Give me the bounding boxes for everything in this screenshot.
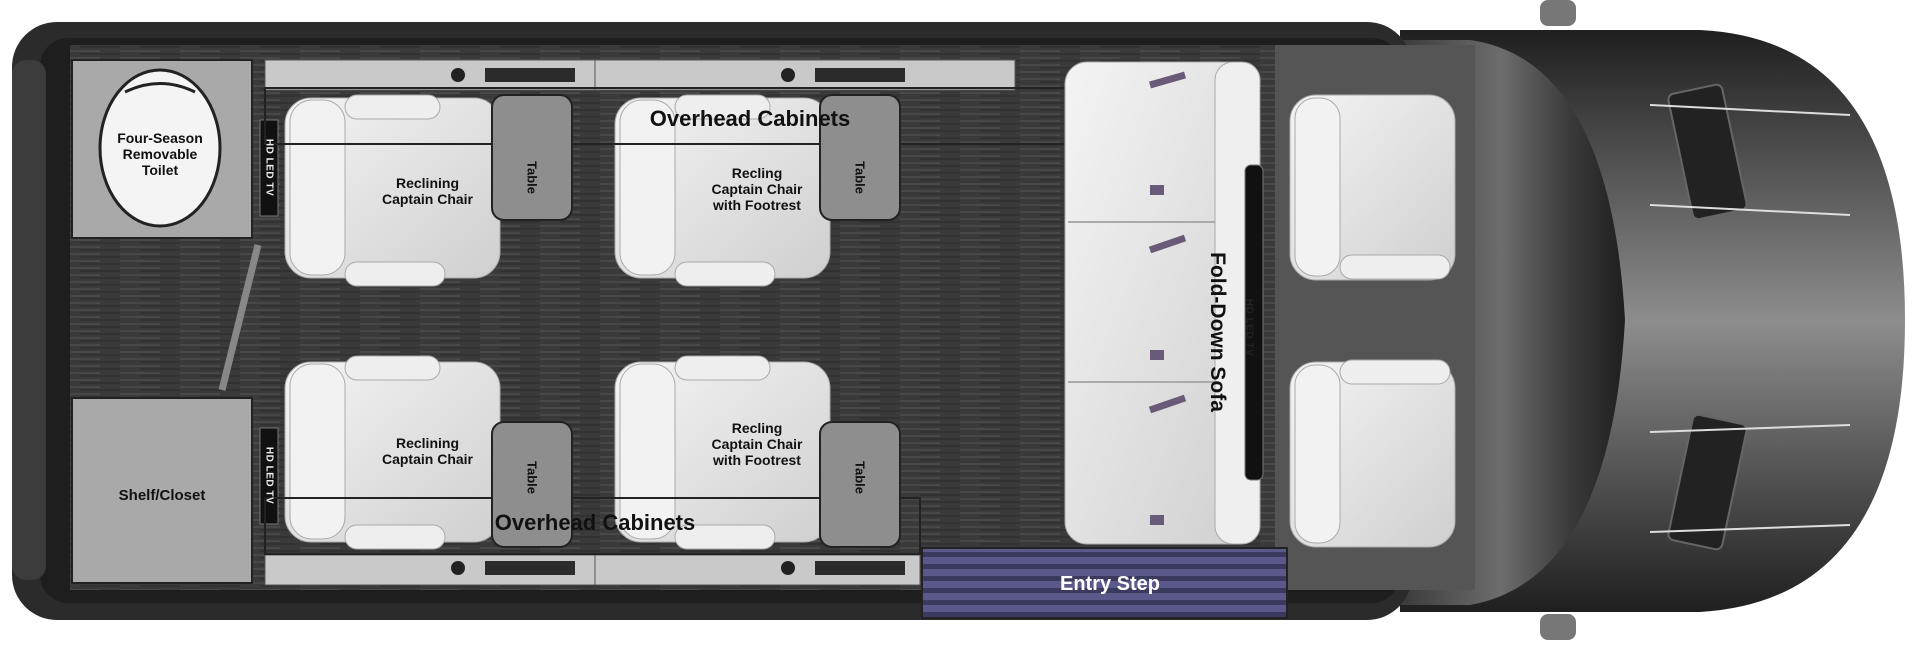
chair-bottom-mid-label-line1: Recling [731, 420, 783, 436]
toilet-label-line3: Toilet [141, 162, 179, 179]
chair-bottom-mid-label-line2: Captain Chair [711, 436, 803, 453]
chair-bottom-left-label-line1: Reclining [395, 435, 459, 451]
chair-top-mid-label-line2: Captain Chair [711, 181, 803, 198]
tv-rear-bottom-label: HD LED TV [263, 446, 275, 505]
cab-seat-top [1289, 94, 1456, 281]
wall-panels-bottom [264, 554, 921, 586]
chair-top-mid-label-line3: with Footrest [713, 197, 801, 214]
chair-top-left-label: Reclining Captain Chair [350, 175, 505, 207]
chair-bottom-left-label-line2: Captain Chair [381, 451, 473, 468]
tv-front-label: HD LED TV [1243, 298, 1255, 357]
tv-rear-top-label: HD LED TV [263, 138, 275, 197]
toilet-bowl [98, 68, 222, 228]
wall-panels-top [264, 59, 1016, 91]
chair-top-mid-label: Recling Captain Chair with Footrest [677, 165, 837, 213]
sofa [1064, 61, 1261, 545]
overhead-cabinets-top-label: Overhead Cabinets [649, 106, 851, 131]
closet [71, 397, 253, 584]
rear-bumper [12, 60, 46, 580]
chair-top-left-label-line1: Reclining [395, 175, 459, 191]
table-top-left-label: Table [524, 161, 540, 194]
toilet-door [218, 244, 262, 391]
mirror-bottom [1540, 614, 1576, 640]
hood-vent-bottom [1649, 413, 1851, 551]
toilet-label-line2: Removable [122, 146, 198, 163]
table-top-mid [819, 94, 901, 221]
table-bottom-mid-label: Table [852, 461, 868, 494]
overhead-cabinet-bottom [264, 497, 921, 555]
entry-step-label: Entry Step [1059, 573, 1161, 595]
toilet-label-line1: Four-Season [117, 130, 203, 146]
chair-bottom-left-label: Reclining Captain Chair [350, 435, 505, 467]
chair-bottom-mid-label: Recling Captain Chair with Footrest [677, 420, 837, 468]
entry-step [921, 547, 1288, 619]
table-bottom-mid [819, 421, 901, 548]
sofa-label: Fold-Down Sofa [1206, 252, 1229, 412]
tv-front-strip [1244, 164, 1264, 481]
chair-top-left-label-line2: Captain Chair [381, 191, 473, 208]
chair-bottom-mid-label-line3: with Footrest [713, 452, 801, 469]
overhead-cabinets-bottom-label: Overhead Cabinets [494, 510, 696, 535]
table-bottom-left [491, 421, 573, 548]
toilet-label: Four-Season Removable Toilet [112, 130, 208, 178]
closet-label: Shelf/Closet [118, 487, 206, 504]
table-bottom-left-label: Table [524, 461, 540, 494]
table-top-left [491, 94, 573, 221]
table-top-mid-label: Table [852, 161, 868, 194]
chair-top-mid-label-line1: Recling [731, 165, 783, 181]
cab-seat-bottom [1289, 359, 1456, 548]
hood-vent-top [1649, 83, 1851, 221]
mirror-top [1540, 0, 1576, 26]
